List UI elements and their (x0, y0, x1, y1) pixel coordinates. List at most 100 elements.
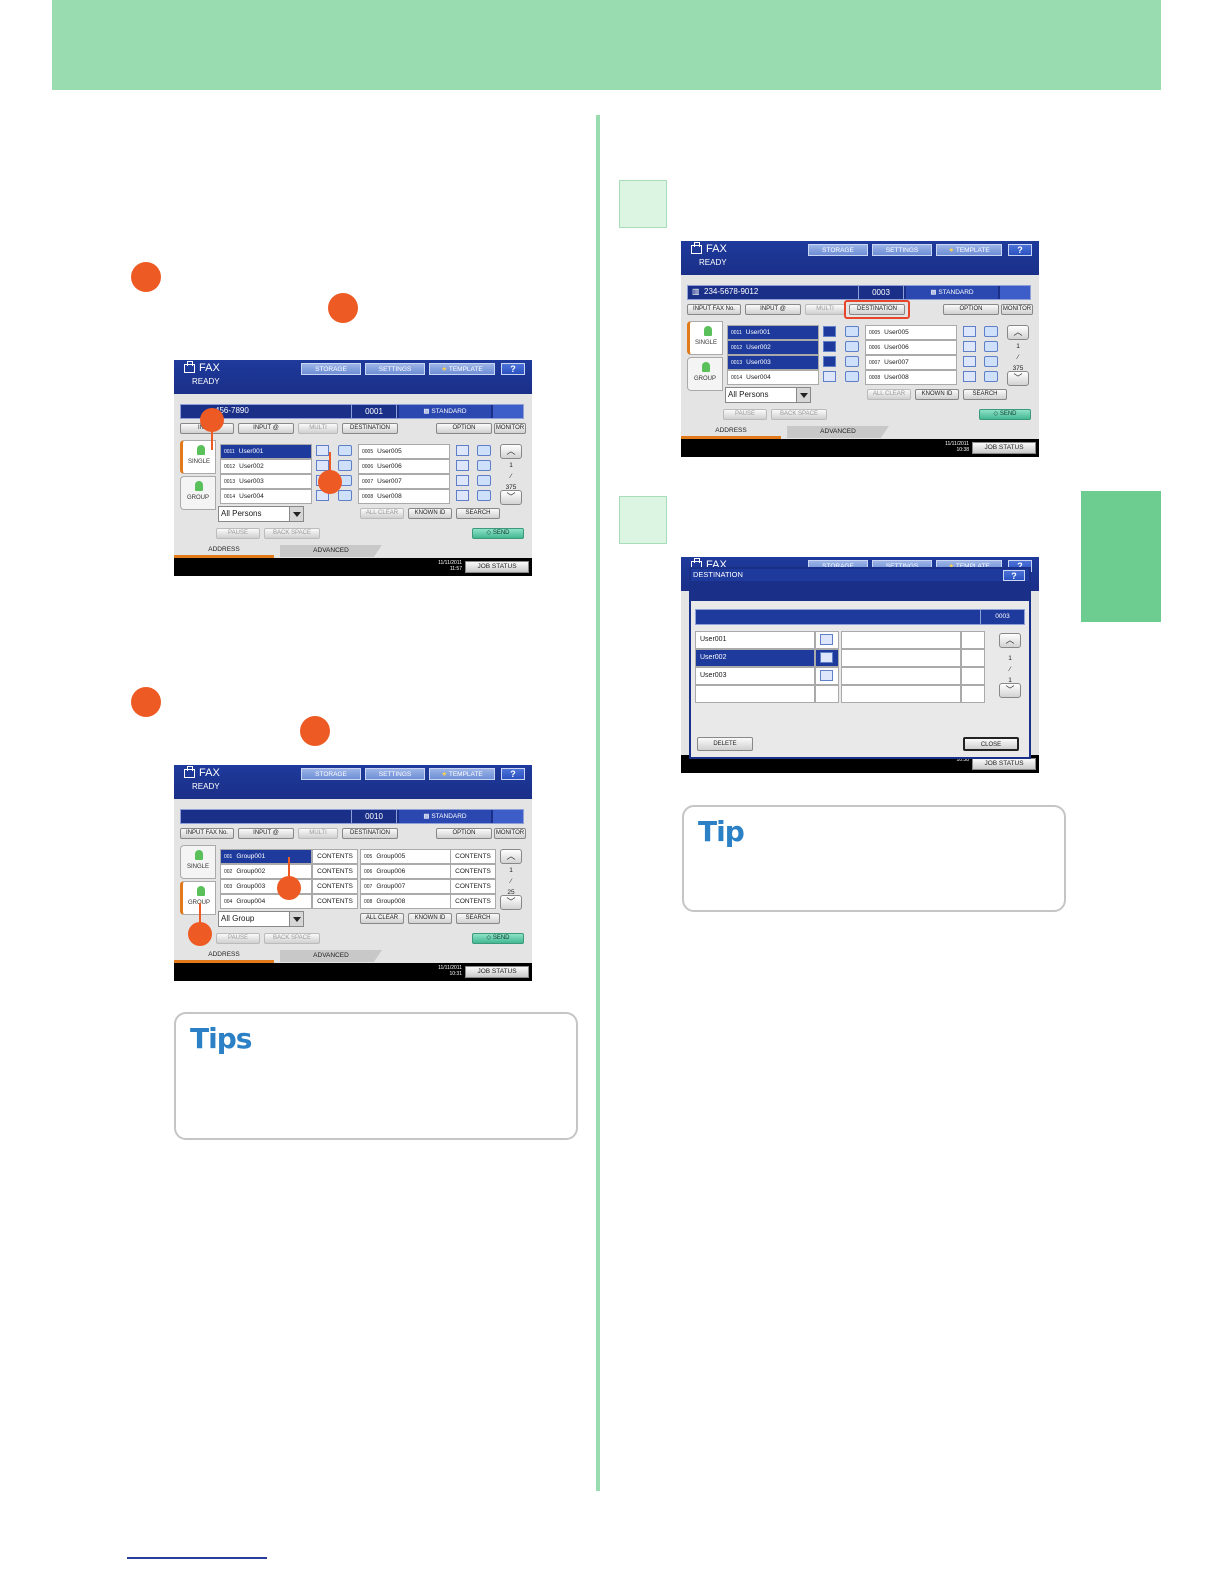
option-button[interactable]: OPTION (436, 828, 492, 839)
option-button[interactable]: OPTION (436, 423, 492, 434)
search-button[interactable]: SEARCH (963, 389, 1007, 400)
scroll-down-button[interactable]: ﹀ (999, 683, 1021, 698)
list-item[interactable] (841, 685, 961, 703)
tab-advanced[interactable]: ADVANCED (280, 545, 382, 557)
tab-group[interactable]: GROUP (687, 357, 723, 391)
input-fax-button[interactable]: INPUT FAX No. (687, 304, 741, 315)
email-icon[interactable] (984, 341, 998, 352)
email-icon[interactable] (984, 356, 998, 367)
tab-group[interactable]: GROUP (180, 881, 216, 915)
contents-button[interactable]: CONTENTS (312, 849, 358, 864)
filter-select[interactable]: All Group (218, 911, 304, 927)
list-item[interactable] (841, 667, 961, 685)
fax-icon[interactable] (963, 371, 976, 382)
list-item[interactable] (695, 685, 815, 703)
storage-button[interactable]: STORAGE (301, 768, 361, 780)
multi-button[interactable]: MULTI (298, 423, 338, 434)
template-button[interactable]: ★ TEMPLATE (429, 768, 495, 780)
contents-button[interactable]: CONTENTS (450, 879, 496, 894)
tab-single[interactable]: SINGLE (180, 845, 216, 879)
monitor-button[interactable]: MONITOR (494, 423, 526, 434)
input-email-button[interactable]: INPUT @ (238, 423, 294, 434)
option-button[interactable]: OPTION (943, 304, 999, 315)
filter-select[interactable]: All Persons (218, 506, 304, 522)
destination-button[interactable]: DESTINATION (849, 304, 905, 315)
email-icon[interactable] (338, 460, 352, 471)
job-status-button[interactable]: JOB STATUS (972, 758, 1036, 770)
known-id-button[interactable]: KNOWN ID (408, 913, 452, 924)
filter-select[interactable]: All Persons (725, 387, 811, 403)
list-item[interactable]: User001 (695, 631, 815, 649)
pause-button[interactable]: PAUSE (216, 933, 260, 944)
multi-button[interactable]: MULTI (805, 304, 845, 315)
fax-icon[interactable] (963, 326, 976, 337)
email-icon[interactable] (845, 326, 859, 337)
settings-button[interactable]: SETTINGS (365, 768, 425, 780)
send-button[interactable]: ◇ SEND (979, 409, 1031, 420)
all-clear-button[interactable]: ALL CLEAR (867, 389, 911, 400)
job-status-button[interactable]: JOB STATUS (465, 561, 529, 573)
monitor-button[interactable]: MONITOR (1001, 304, 1033, 315)
job-status-button[interactable]: JOB STATUS (465, 966, 529, 978)
fax-icon[interactable] (823, 356, 836, 367)
email-icon[interactable] (477, 490, 491, 501)
input-email-button[interactable]: INPUT @ (745, 304, 801, 315)
email-icon[interactable] (338, 490, 352, 501)
email-icon[interactable] (984, 371, 998, 382)
email-icon[interactable] (477, 445, 491, 456)
contents-button[interactable]: CONTENTS (312, 864, 358, 879)
tab-address[interactable]: ADDRESS (174, 949, 274, 963)
tab-advanced[interactable]: ADVANCED (280, 950, 382, 962)
scroll-down-button[interactable]: ﹀ (1007, 371, 1029, 386)
email-icon[interactable] (845, 356, 859, 367)
scroll-down-button[interactable]: ﹀ (500, 490, 522, 505)
settings-button[interactable]: SETTINGS (365, 363, 425, 375)
known-id-button[interactable]: KNOWN ID (408, 508, 452, 519)
search-button[interactable]: SEARCH (456, 913, 500, 924)
back-space-button[interactable]: BACK SPACE (264, 528, 320, 539)
settings-button[interactable]: SETTINGS (872, 244, 932, 256)
email-icon[interactable] (477, 460, 491, 471)
pause-button[interactable]: PAUSE (216, 528, 260, 539)
tab-single[interactable]: SINGLE (180, 440, 216, 474)
email-icon[interactable] (338, 445, 352, 456)
help-button[interactable]: ? (501, 768, 525, 780)
destination-button[interactable]: DESTINATION (342, 423, 398, 434)
tab-address[interactable]: ADDRESS (681, 425, 781, 439)
email-icon[interactable] (477, 475, 491, 486)
scroll-up-button[interactable]: ︿ (500, 444, 522, 459)
contents-button[interactable]: CONTENTS (312, 894, 358, 909)
list-item[interactable]: User002 (695, 649, 815, 667)
all-clear-button[interactable]: ALL CLEAR (360, 913, 404, 924)
tab-single[interactable]: SINGLE (687, 321, 723, 355)
back-space-button[interactable]: BACK SPACE (771, 409, 827, 420)
fax-icon[interactable] (456, 475, 469, 486)
fax-icon[interactable] (823, 326, 836, 337)
job-status-button[interactable]: JOB STATUS (972, 442, 1036, 454)
contents-button[interactable]: CONTENTS (450, 849, 496, 864)
storage-button[interactable]: STORAGE (301, 363, 361, 375)
contents-button[interactable]: CONTENTS (450, 864, 496, 879)
fax-icon[interactable] (316, 445, 329, 456)
scroll-up-button[interactable]: ︿ (500, 849, 522, 864)
list-item[interactable]: User003 (695, 667, 815, 685)
contents-button[interactable]: CONTENTS (450, 894, 496, 909)
monitor-button[interactable]: MONITOR (494, 828, 526, 839)
